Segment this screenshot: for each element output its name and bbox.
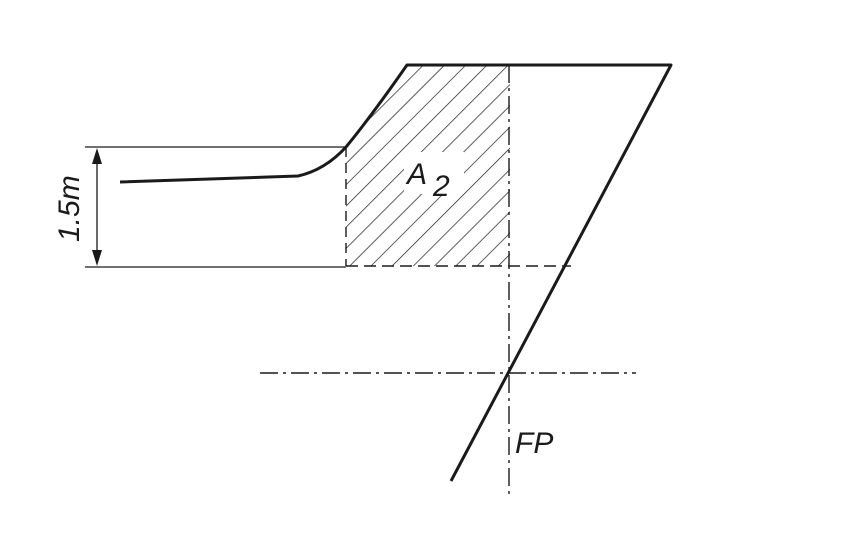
dimension-arrow-bottom bbox=[92, 250, 102, 266]
dimension-label: 1.5m bbox=[53, 175, 86, 242]
dimension-line bbox=[92, 148, 102, 266]
hull-profile bbox=[119, 63, 673, 482]
area-label-subscript: 2 bbox=[432, 170, 450, 203]
dimension-arrow-top bbox=[92, 148, 102, 164]
area-label: A bbox=[405, 158, 427, 191]
fp-label: FP bbox=[515, 427, 553, 460]
area-label-mask bbox=[404, 152, 464, 194]
